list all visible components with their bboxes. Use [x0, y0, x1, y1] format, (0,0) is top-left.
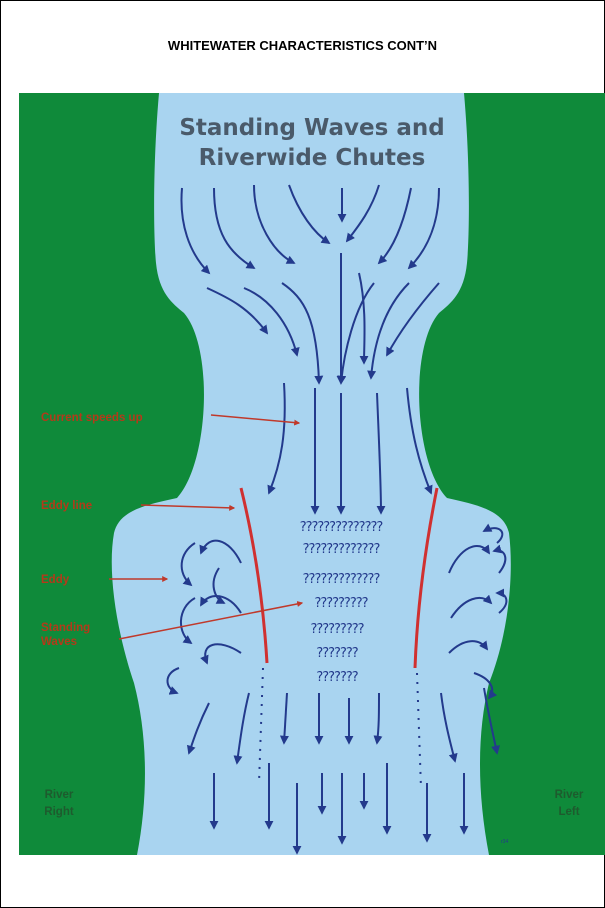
label-river-right-2: Right: [44, 806, 74, 818]
label-river-right-1: River: [45, 789, 74, 801]
wave-row: ?????????????: [303, 572, 380, 587]
label-eddy: Eddy: [41, 574, 70, 586]
wave-row: ?????????: [314, 596, 367, 611]
label-river-left-2: Left: [558, 806, 579, 818]
wave-row: ??????????????: [300, 520, 383, 535]
diagram-title-line1: Standing Waves and: [179, 115, 444, 141]
river-diagram: Standing Waves and Riverwide Chutes ????…: [19, 93, 605, 855]
wave-row: ?????????????: [303, 542, 380, 557]
page-heading: WHITEWATER CHARACTERISTICS CONT’N: [0, 38, 605, 53]
wave-row: ?????????: [310, 622, 363, 637]
wave-row: ???????: [316, 646, 357, 661]
image-credit: r34: [501, 839, 508, 845]
label-standing-waves-2: Waves: [41, 636, 77, 648]
wave-row: ???????: [316, 670, 357, 685]
label-river-left-1: River: [555, 789, 584, 801]
label-standing-waves-1: Standing: [41, 622, 90, 634]
label-eddy-line: Eddy line: [41, 500, 92, 512]
label-current-speeds-up: Current speeds up: [41, 412, 143, 424]
diagram-title-line2: Riverwide Chutes: [199, 145, 426, 171]
